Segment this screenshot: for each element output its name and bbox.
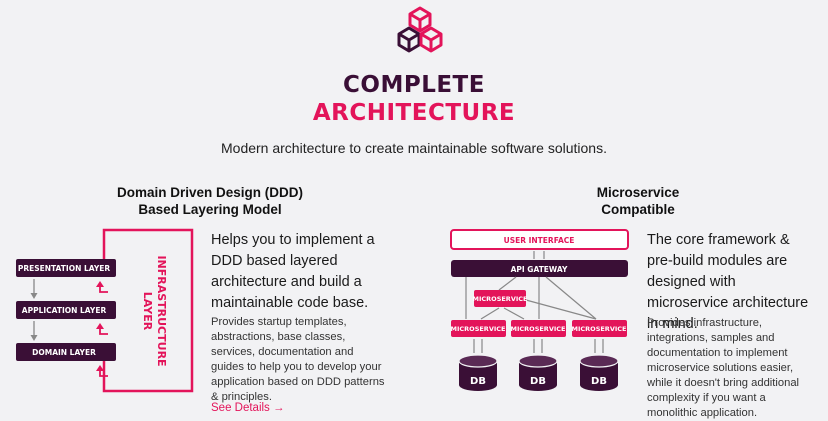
application-layer-box xyxy=(16,301,116,319)
db-cylinder-3 xyxy=(580,361,618,391)
microservice-label-2: MICROSERVICE xyxy=(511,325,566,333)
ddd-heading-line1: Domain Driven Design (DDD) xyxy=(116,185,304,200)
see-details-link[interactable]: See Details → xyxy=(211,402,285,414)
presentation-layer-box xyxy=(16,259,116,277)
api-gateway-label: API GATEWAY xyxy=(511,265,568,274)
user-interface-label: USER INTERFACE xyxy=(504,236,575,245)
page-title-line1: COMPLETE xyxy=(343,72,485,98)
db-label-1: DB xyxy=(470,376,486,387)
db-cylinder-2 xyxy=(519,361,557,391)
microservice-heading: Microservice Compatible xyxy=(538,184,738,218)
microservice-label-top: MICROSERVICE xyxy=(473,295,528,303)
db-cylinder-1 xyxy=(459,361,497,391)
arrow-return-1 xyxy=(99,285,108,293)
domain-layer-box xyxy=(16,343,116,361)
microservice-label-1: MICROSERVICE xyxy=(451,325,506,333)
gateway-connectors xyxy=(465,276,597,320)
page-title-line2: ARCHITECTURE xyxy=(312,100,516,126)
presentation-layer-label: PRESENTATION LAYER xyxy=(18,264,111,273)
microservice-box-3 xyxy=(572,320,627,337)
ddd-heading: Domain Driven Design (DDD) Based Layerin… xyxy=(110,184,310,218)
arrow-return-3 xyxy=(99,369,108,377)
page-subtitle: Modern architecture to create maintainab… xyxy=(221,140,607,156)
microservice-box-1 xyxy=(451,320,506,337)
application-layer-label: APPLICATION LAYER xyxy=(22,306,107,315)
ddd-layer-diagram: INFRASTRUCTURE LAYER PRESENTATION LAYER … xyxy=(16,228,194,393)
db-label-2: DB xyxy=(530,376,546,387)
arrow-return-2 xyxy=(99,327,108,335)
microservice-lead-text: The core framework & pre-build modules a… xyxy=(647,232,809,332)
ddd-heading-line2: Based Layering Model xyxy=(138,202,282,217)
infrastructure-label-line1: INFRASTRUCTURE xyxy=(155,255,168,366)
microservice-box-top xyxy=(474,290,526,307)
microservice-label-3: MICROSERVICE xyxy=(572,325,627,333)
microservice-heading-line2: Compatible xyxy=(601,202,675,217)
infrastructure-label-line2: LAYER xyxy=(141,292,154,331)
ddd-lead-text: Helps you to implement a DDD based layer… xyxy=(211,232,375,311)
db-label-3: DB xyxy=(591,376,607,387)
infrastructure-outline xyxy=(102,228,194,393)
microservice-box-2 xyxy=(511,320,566,337)
microservice-diagram: USER INTERFACE API GATEWAY MICROSERVICE … xyxy=(450,229,629,391)
microservice-description: Provides infrastructure, integrations, s… xyxy=(647,317,800,419)
microservice-heading-line1: Microservice xyxy=(596,185,680,200)
api-gateway-box xyxy=(451,260,628,277)
domain-layer-label: DOMAIN LAYER xyxy=(32,348,96,357)
cubes-icon xyxy=(397,6,443,53)
user-interface-box xyxy=(450,229,629,250)
ddd-description: Provides startup templates, abstractions… xyxy=(211,316,385,403)
